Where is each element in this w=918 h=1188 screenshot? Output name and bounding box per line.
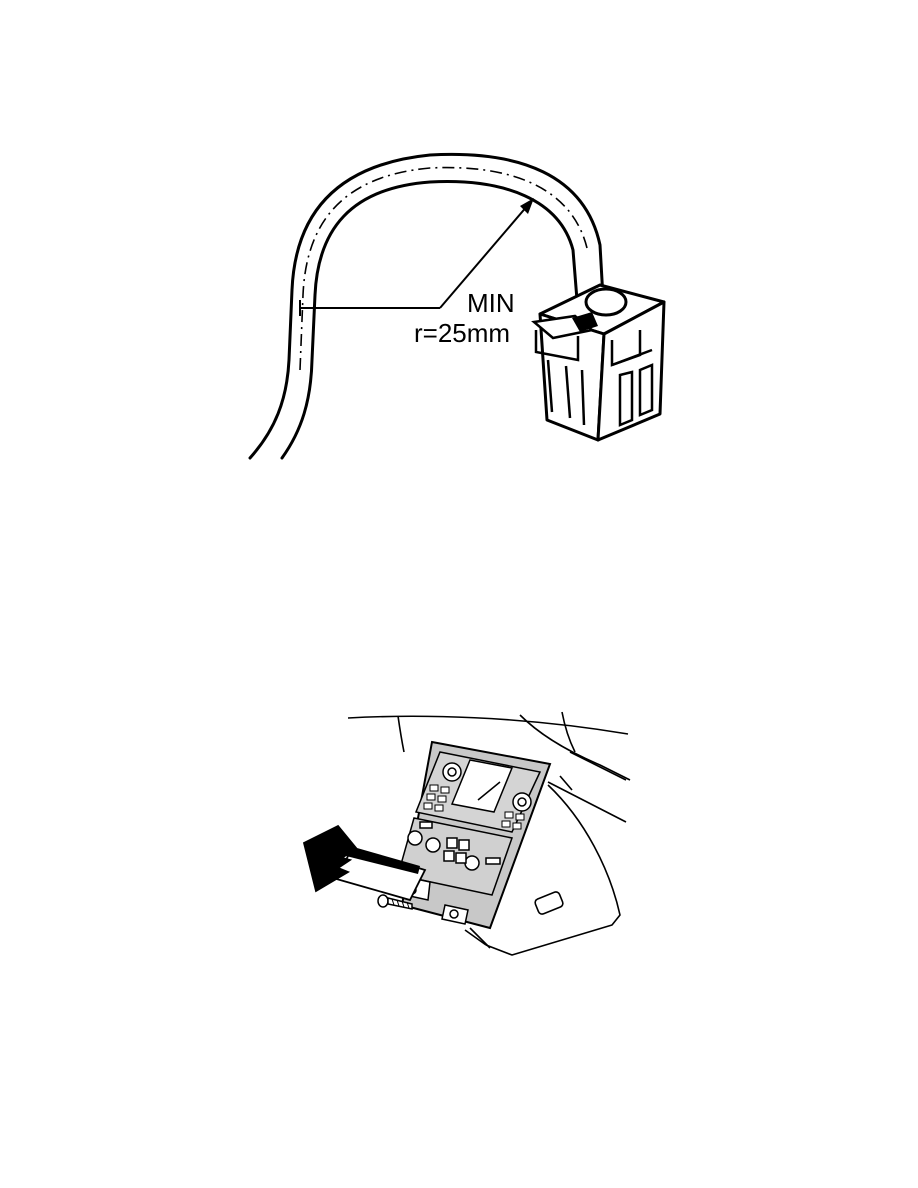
- label-min: MIN: [467, 288, 515, 318]
- label-radius: r=25mm: [414, 318, 510, 348]
- climate-unit: [397, 817, 513, 896]
- center-console-removal-illustration: [302, 711, 631, 956]
- cable-outer-edge: [248, 152, 605, 460]
- keypad-buttons: [423, 784, 525, 830]
- dashboard-outline: [347, 711, 631, 956]
- radius-arrowhead: [520, 198, 534, 214]
- connector-latch-shadow: [572, 312, 598, 332]
- radius-dimension: [299, 204, 529, 316]
- cable-bend-radius-illustration: MIN r=25mm: [248, 152, 666, 460]
- cable-centerline: [299, 166, 588, 371]
- removal-arrow-icon: [302, 824, 427, 902]
- connector: [538, 283, 666, 442]
- side-vent: [534, 891, 564, 915]
- cable-inner-edge: [280, 180, 579, 460]
